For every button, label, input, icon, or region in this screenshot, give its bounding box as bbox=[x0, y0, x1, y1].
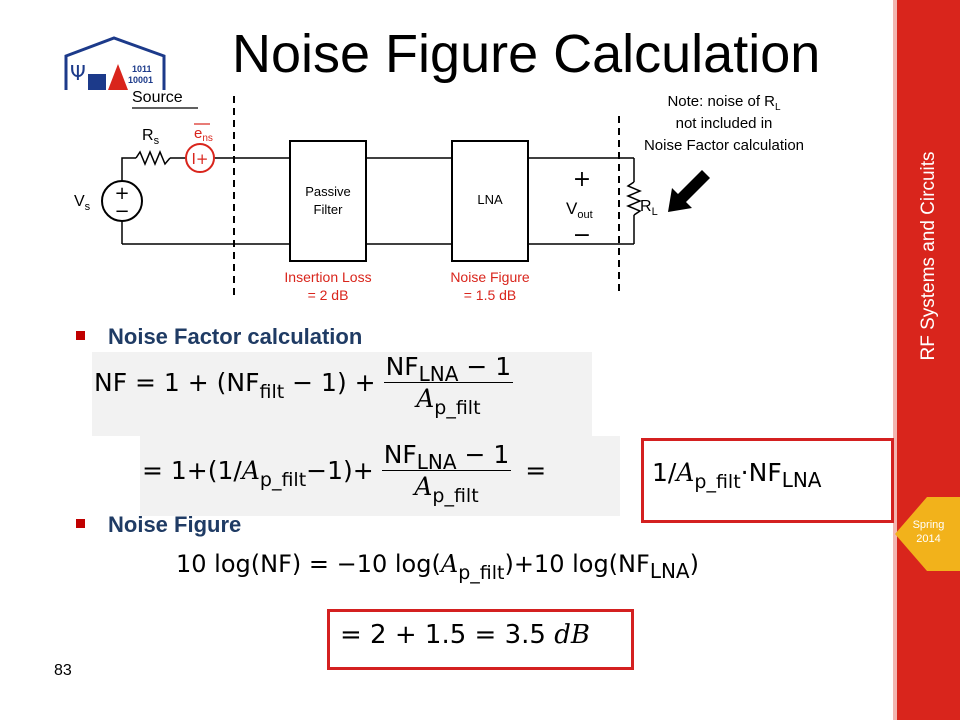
passive-filter-block bbox=[289, 140, 367, 262]
page-title: Noise Figure Calculation bbox=[232, 24, 821, 84]
logo-code-2: 10001 bbox=[128, 75, 153, 85]
voltage-source bbox=[101, 180, 143, 222]
svg-text:−: − bbox=[573, 223, 591, 248]
term-badge bbox=[895, 497, 960, 571]
term-label: Spring 2014 bbox=[897, 518, 960, 546]
logo-code-1: 1011 bbox=[132, 64, 152, 74]
svg-text:RL: RL bbox=[640, 198, 658, 218]
svg-text:−: − bbox=[114, 201, 129, 222]
equation-shading bbox=[92, 352, 592, 436]
svg-text:Rs: Rs bbox=[142, 127, 160, 147]
result-box-noise-figure bbox=[327, 609, 634, 670]
svg-text:I+: I+ bbox=[192, 150, 209, 168]
rs-resistor bbox=[135, 150, 171, 166]
course-title: RF Systems and Circuits bbox=[918, 151, 939, 361]
university-logo: Ψ 1011 10001 bbox=[64, 36, 166, 90]
svg-text:Vs: Vs bbox=[74, 193, 91, 213]
svg-text:LNA: LNA bbox=[477, 192, 503, 207]
svg-text:Insertion Loss: Insertion Loss bbox=[284, 269, 371, 285]
bullet-noise-figure: Noise Figure bbox=[108, 512, 242, 537]
svg-text:Noise Factor calculation: Noise Factor calculation bbox=[644, 137, 804, 154]
svg-text:Noise Figure: Noise Figure bbox=[450, 269, 530, 285]
rl-resistor bbox=[626, 181, 642, 216]
equation-noise-figure: 10 log(NF) = −10 log(Ap_filt)+10 log(NFL… bbox=[176, 550, 699, 584]
equation-noise-factor-result: 1/Ap_filt·NFLNA bbox=[652, 458, 822, 493]
svg-text:+: + bbox=[573, 167, 591, 192]
equation-shading-2 bbox=[140, 436, 620, 516]
equation-noise-figure-result: = 2 + 1.5 = 3.5 dB bbox=[340, 620, 590, 650]
svg-text:Filter: Filter bbox=[314, 202, 344, 217]
circuit-diagram: Source + − Vs Rs I+ ens Passive Filter L… bbox=[74, 89, 804, 303]
bullet-noise-factor: Noise Factor calculation bbox=[108, 324, 363, 349]
bullet-marker-2 bbox=[76, 519, 85, 528]
svg-text:+: + bbox=[114, 183, 129, 204]
svg-text:Note: noise of RL: Note: noise of RL bbox=[667, 93, 781, 113]
source-label: Source bbox=[132, 89, 183, 106]
svg-text:Vout: Vout bbox=[566, 199, 593, 221]
svg-text:Ψ: Ψ bbox=[70, 61, 86, 85]
svg-text:not included in: not included in bbox=[676, 115, 773, 132]
noise-source bbox=[185, 143, 215, 173]
sidebar-edge bbox=[893, 0, 897, 720]
course-sidebar bbox=[897, 0, 960, 720]
svg-text:= 2 dB: = 2 dB bbox=[308, 287, 349, 303]
term-season: Spring bbox=[912, 519, 945, 531]
svg-text:= 1.5 dB: = 1.5 dB bbox=[464, 287, 517, 303]
lna-block bbox=[451, 140, 529, 262]
bullet-marker bbox=[76, 331, 85, 340]
svg-text:ens: ens bbox=[194, 125, 213, 144]
svg-text:Passive: Passive bbox=[305, 184, 351, 199]
term-year: 2014 bbox=[916, 533, 941, 545]
result-box-noise-factor bbox=[641, 438, 894, 523]
slide-number: 83 bbox=[54, 662, 72, 679]
note-arrow bbox=[668, 170, 710, 212]
